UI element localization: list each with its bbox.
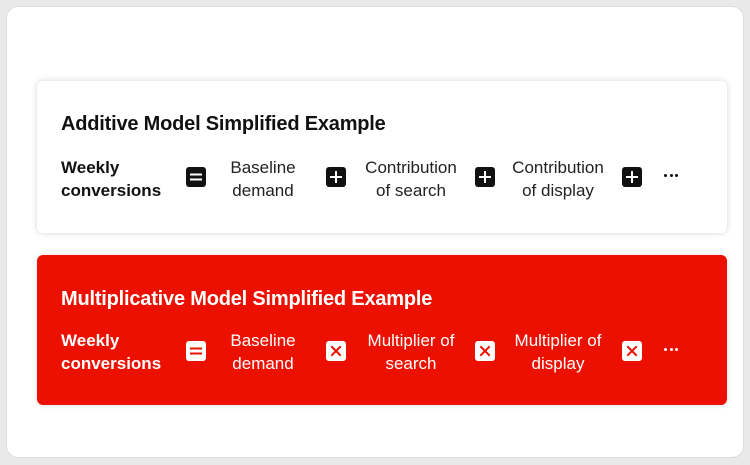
additive-weekly-conversions-label: Weekly conversions [61, 156, 201, 202]
term-line-2: demand [232, 354, 294, 373]
times-icon [622, 341, 642, 361]
figure-frame: Additive Model Simplified Example Weekly… [6, 6, 744, 458]
multiplicative-term-baseline-demand: Baseline demand [230, 329, 295, 375]
term-line-2: display [531, 354, 585, 373]
plus-icon [326, 167, 346, 187]
plus-icon [622, 167, 642, 187]
ellipsis-icon [664, 167, 678, 183]
equals-icon [186, 341, 206, 361]
multiplicative-term-multiplier-of-display: Multiplier of display [515, 329, 602, 375]
term-line-2: demand [232, 181, 294, 200]
multiplicative-subject-line-1: Weekly [61, 331, 120, 350]
times-icon [326, 341, 346, 361]
term-line-1: Multiplier of [514, 331, 602, 350]
term-line-1: Baseline [230, 331, 296, 350]
additive-model-title: Additive Model Simplified Example [61, 113, 386, 135]
term-line-2: search [385, 354, 437, 373]
multiplicative-term-multiplier-of-search: Multiplier of search [368, 329, 455, 375]
additive-term-baseline-demand: Baseline demand [230, 156, 295, 202]
equals-icon [186, 167, 206, 187]
term-line-1: Multiplier of [367, 331, 455, 350]
term-line-1: Contribution [365, 158, 457, 177]
multiplicative-weekly-conversions-label: Weekly conversions [61, 329, 201, 375]
term-line-2: of display [522, 181, 594, 200]
additive-model-card: Additive Model Simplified Example Weekly… [37, 81, 727, 233]
term-line-1: Contribution [512, 158, 604, 177]
plus-icon [475, 167, 495, 187]
ellipsis-icon [664, 341, 678, 357]
multiplicative-subject-line-2: conversions [61, 354, 162, 373]
times-icon [475, 341, 495, 361]
additive-subject-line-2: conversions [61, 181, 162, 200]
additive-subject-line-1: Weekly [61, 158, 120, 177]
additive-term-contribution-of-display: Contribution of display [512, 156, 604, 202]
term-line-1: Baseline [230, 158, 296, 177]
multiplicative-model-title: Multiplicative Model Simplified Example [61, 288, 433, 310]
additive-term-contribution-of-search: Contribution of search [365, 156, 457, 202]
multiplicative-model-card: Multiplicative Model Simplified Example … [37, 255, 727, 405]
term-line-2: of search [376, 181, 446, 200]
